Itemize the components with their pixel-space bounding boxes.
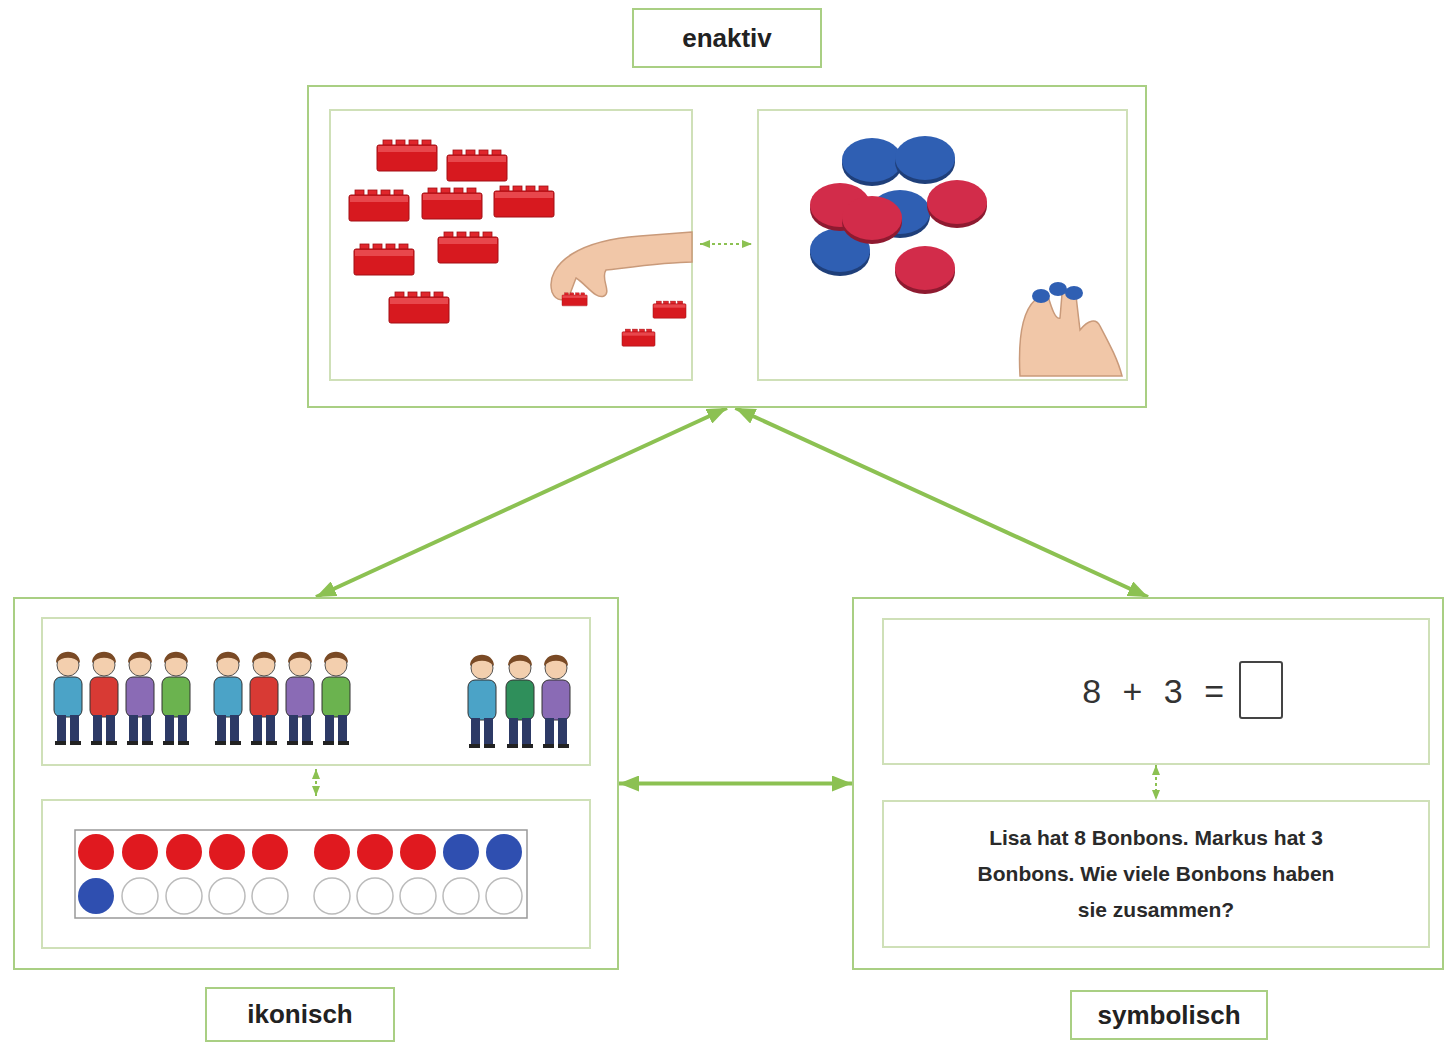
twenty-frame: [75, 830, 527, 918]
picture-frame: [330, 110, 692, 380]
lego-brick: [389, 292, 449, 323]
child: [542, 655, 570, 748]
level-link: [619, 782, 852, 786]
dotted-link: [1155, 765, 1157, 800]
counter: [1032, 289, 1050, 303]
lego-brick: [354, 244, 414, 275]
level-link: [735, 408, 1148, 597]
hand: [551, 232, 692, 300]
link-arrow: [700, 243, 752, 245]
child: [214, 652, 242, 745]
children: [54, 652, 570, 748]
lego-brick: [562, 293, 587, 306]
child: [54, 652, 82, 745]
ikonisch-panel: ikonisch: [13, 597, 619, 970]
counter: [1065, 286, 1083, 300]
symbolisch-panel: symbolisch8 + 3 =Lisa hat 8 Bonbons. Mar…: [852, 597, 1444, 970]
lego-brick: [377, 140, 437, 171]
lego-brick: [438, 232, 498, 263]
child: [468, 655, 496, 748]
child: [126, 652, 154, 745]
picture-frame: [42, 800, 590, 948]
child: [250, 652, 278, 745]
hand: [1020, 291, 1122, 376]
level-heading: ikonisch: [205, 987, 395, 1042]
picture-frame: [42, 618, 590, 765]
child: [506, 655, 534, 748]
lego-brick: [447, 150, 507, 181]
level-link: [316, 408, 727, 597]
equation-box: 8 + 3 =: [882, 618, 1430, 765]
lego-brick: [622, 329, 655, 346]
answer-box: [1240, 662, 1282, 718]
child: [162, 652, 190, 745]
counter: [1049, 282, 1067, 296]
child: [90, 652, 118, 745]
level-title: enaktiv: [682, 23, 772, 54]
level-title: symbolisch: [1097, 1000, 1240, 1031]
link-arrow: [315, 769, 317, 796]
word-problem-text: Lisa hat 8 Bonbons. Markus hat 3 Bonbons…: [961, 820, 1351, 928]
level-heading: enaktiv: [632, 8, 822, 68]
level-heading: symbolisch: [1070, 990, 1268, 1040]
counters: [810, 136, 987, 294]
lego-brick: [349, 190, 409, 221]
child: [286, 652, 314, 745]
lego-brick: [494, 186, 554, 217]
child: [322, 652, 350, 745]
word-problem-box: Lisa hat 8 Bonbons. Markus hat 3 Bonbons…: [882, 800, 1430, 948]
equation-text: 8 + 3 =: [1082, 672, 1224, 711]
level-title: ikonisch: [247, 999, 352, 1030]
enaktiv-panel: enaktiv: [307, 85, 1147, 408]
lego-brick: [422, 188, 482, 219]
picture-frame: [758, 110, 1127, 380]
lego-brick: [653, 301, 686, 318]
